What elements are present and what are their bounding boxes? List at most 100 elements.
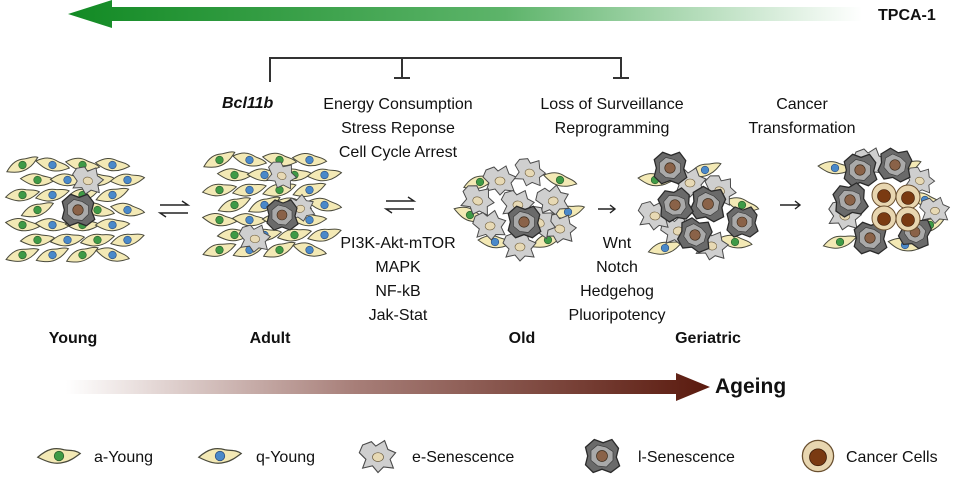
a-young-cell	[19, 171, 56, 189]
a-young-cell	[216, 194, 253, 216]
q-young-cell	[94, 217, 131, 233]
stage-label-old: Old	[509, 330, 536, 347]
adult-old-processes: Energy Consumption Stress Reponse Cell C…	[323, 96, 472, 161]
a-young-cell	[201, 148, 238, 172]
q-young-cell	[306, 168, 343, 182]
pathway-pluripotency: Pluoripotency	[569, 307, 666, 324]
adult-old-pathways: PI3K-Akt-mTOR MAPK NF-kB Jak-Stat	[340, 235, 455, 324]
q-young-cell	[231, 148, 268, 172]
q-young-cell	[109, 199, 146, 221]
tpca1-arrow	[68, 0, 862, 28]
pathway-wnt: Wnt	[603, 235, 632, 252]
a-young-cell	[4, 215, 41, 235]
stage-label-adult: Adult	[250, 330, 292, 347]
q-young-cell	[94, 155, 131, 175]
process-loss-of-surveillance: Loss of Surveillance	[540, 96, 683, 113]
cancer-cell-cluster	[816, 146, 950, 256]
q-young-cell	[306, 226, 343, 244]
young-adult-equilibrium-arrow	[157, 200, 191, 218]
q-young-cell	[94, 184, 131, 205]
bcl11b-label: Bcl11b	[222, 95, 274, 112]
a-young-cell	[19, 199, 56, 221]
legend: a-Young q-Young e-Senescence l-Senescenc…	[37, 438, 938, 474]
process-cell-cycle-arrest: Cell Cycle Arrest	[339, 144, 458, 161]
legend-label-a-young: a-Young	[94, 449, 153, 466]
l-senescent-cell	[726, 206, 759, 238]
inhibition-bracket	[269, 57, 629, 82]
old-geriatric-arrow	[598, 204, 617, 214]
l-senescent-cell	[61, 193, 96, 227]
l-senescent-cell	[653, 151, 688, 185]
young-cell-cluster	[4, 153, 146, 267]
ageing-label: Ageing	[715, 375, 786, 398]
a-young-cell	[4, 153, 41, 177]
geriatric-cell-cluster	[636, 151, 761, 264]
pathway-mapk: MAPK	[375, 259, 421, 276]
old-cell-cluster	[451, 154, 587, 262]
q-young-cell	[291, 150, 328, 170]
e-senescent-cell	[510, 154, 549, 191]
q-young-cell	[231, 181, 268, 199]
legend-item-a-young: a-Young	[37, 447, 153, 466]
green-arrow-shape	[68, 0, 862, 28]
a-young-cell	[79, 231, 116, 249]
q-young-cell	[109, 173, 146, 187]
old-geriatric-processes: Loss of Surveillance Reprogramming	[540, 96, 683, 137]
q-young-cell	[34, 244, 71, 266]
q-young-cell	[49, 232, 86, 248]
a-young-cell	[201, 182, 238, 198]
q-young-cell	[34, 153, 71, 177]
a-young-cell	[4, 187, 41, 203]
a-young-cell	[201, 210, 238, 230]
cancer-cell	[895, 184, 921, 210]
process-reprogramming: Reprogramming	[555, 120, 670, 137]
ageing-arrow-shape	[66, 373, 710, 401]
geriatric-cancer-processes: Cancer Transformation	[749, 96, 856, 137]
process-stress-response: Stress Reponse	[341, 120, 455, 137]
process-transformation: Transformation	[749, 120, 856, 137]
old-geriatric-pathways: Wnt Notch Hedgehog Pluoripotency	[569, 235, 666, 324]
a-young-cell	[216, 166, 253, 184]
process-cancer: Cancer	[776, 96, 828, 113]
pathway-nf-kb: NF-kB	[375, 283, 420, 300]
legend-label-l-senescence: l-Senescence	[638, 449, 735, 466]
stage-label-young: Young	[49, 330, 98, 347]
stage-label-geriatric: Geriatric	[675, 330, 741, 347]
pathway-hedgehog: Hedgehog	[580, 283, 654, 300]
legend-item-q-young: q-Young	[198, 447, 315, 466]
a-young-cell	[64, 243, 101, 267]
q-young-cell	[291, 238, 328, 262]
q-young-cell	[109, 231, 146, 249]
l-senescent-cell	[831, 180, 870, 219]
l-senescent-cell	[843, 153, 878, 187]
legend-item-l-senescence: l-Senescence	[584, 438, 735, 474]
geriatric-cancer-arrow	[780, 200, 802, 210]
cancer-cell	[895, 206, 921, 232]
adult-old-equilibrium-arrow	[383, 196, 417, 214]
pathway-notch: Notch	[596, 259, 638, 276]
process-energy-consumption: Energy Consumption	[323, 96, 472, 113]
legend-item-cancer-cells: Cancer Cells	[801, 439, 938, 473]
l-senescence-cell-icon	[584, 438, 621, 474]
q-young-cell-icon	[198, 447, 242, 464]
pathway-pi3k-akt-mtor: PI3K-Akt-mTOR	[340, 235, 455, 252]
a-young-cell	[4, 245, 41, 265]
l-senescent-cell	[507, 205, 542, 239]
l-senescent-cell	[266, 199, 299, 231]
ageing-arrow	[66, 373, 710, 401]
tpca1-label: TPCA-1	[878, 7, 936, 24]
l-senescent-cell	[876, 146, 915, 185]
adult-cell-cluster	[201, 148, 343, 262]
cancer-cell-icon	[801, 439, 835, 473]
a-young-cell	[541, 168, 579, 192]
cancer-cell	[871, 182, 897, 208]
pathway-jak-stat: Jak-Stat	[369, 307, 428, 324]
legend-label-cancer-cells: Cancer Cells	[846, 449, 938, 466]
a-young-cell	[276, 226, 313, 244]
legend-label-q-young: q-Young	[256, 449, 315, 466]
a-young-cell-icon	[37, 447, 81, 464]
legend-label-e-senescence: e-Senescence	[412, 449, 514, 466]
a-young-cell	[821, 232, 859, 252]
e-senescence-cell-icon	[358, 440, 397, 474]
